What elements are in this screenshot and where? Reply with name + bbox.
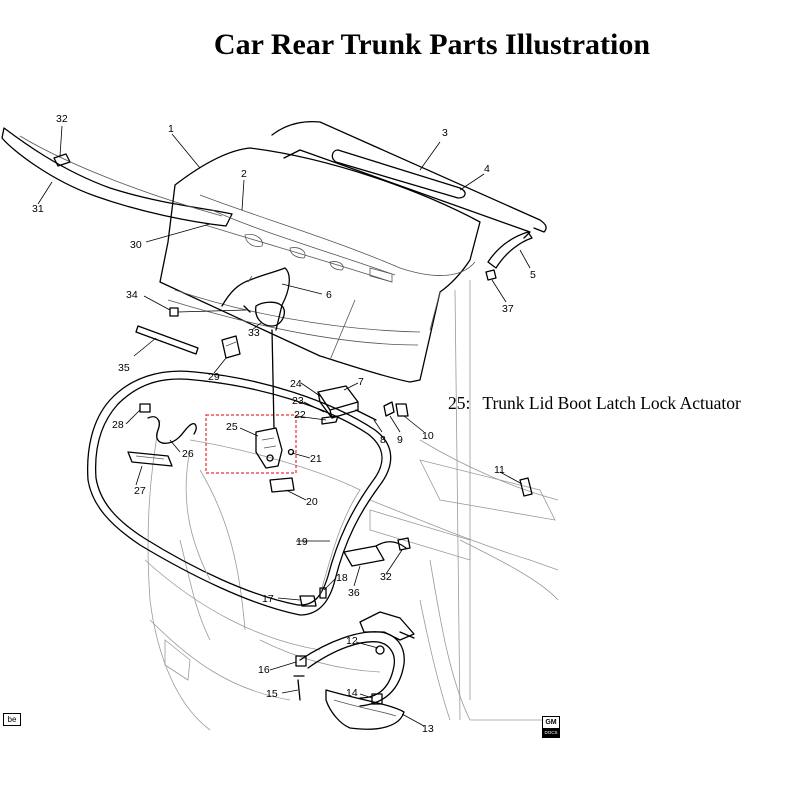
part-label-7: 7: [358, 376, 364, 388]
page-title: Car Rear Trunk Parts Illustration: [213, 28, 651, 61]
callout-text: Trunk Lid Boot Latch Lock Actuator: [482, 393, 741, 413]
car-body-outline: [144, 280, 559, 731]
part-36-lamp: [343, 545, 385, 567]
part-label-31: 31: [32, 203, 44, 215]
leader-lines: [37, 125, 531, 727]
part-label-24: 24: [290, 378, 302, 390]
part-label-11: 11: [494, 464, 505, 476]
part-labels: 1 2 3 4 5 6 7 8 9 10 11 12 13 14 15 16 1…: [32, 113, 536, 735]
part-label-9: 9: [397, 434, 403, 446]
part-label-17: 17: [262, 593, 274, 605]
part-label-4: 4: [484, 163, 490, 175]
part-label-2: 2: [241, 168, 247, 180]
part-25-callout: 25: Trunk Lid Boot Latch Lock Actuator: [448, 393, 741, 414]
part-26-harness: [147, 416, 197, 444]
part-label-28: 28: [112, 419, 124, 431]
part-label-12: 12: [346, 635, 358, 647]
part-27-lamp: [127, 451, 173, 467]
part-label-26: 26: [182, 448, 194, 460]
part-label-29: 29: [208, 371, 220, 383]
part-13-hinge-arm: [325, 689, 405, 730]
part-25-latch-actuator: [255, 427, 283, 469]
part-label-33: 33: [248, 327, 260, 339]
callout-number: 25:: [448, 393, 471, 413]
part-label-25: 25: [226, 421, 238, 433]
part-label-23: 23: [292, 395, 304, 407]
part-label-22: 22: [294, 409, 306, 421]
part-label-19: 19: [296, 536, 308, 548]
part-20-striker: [269, 477, 295, 493]
part-label-36: 36: [348, 587, 360, 599]
part-19-seal: [86, 370, 392, 616]
part-label-5: 5: [530, 269, 536, 281]
part-3-rod: [271, 120, 547, 233]
part-label-3: 3: [442, 127, 448, 139]
part-label-13: 13: [422, 723, 434, 735]
part-label-15: 15: [266, 688, 278, 700]
part-29-cam: [221, 335, 241, 359]
part-label-10: 10: [422, 430, 434, 442]
part-label-8: 8: [380, 434, 386, 446]
part-label-27: 27: [134, 485, 146, 497]
part-label-32: 32: [56, 113, 68, 125]
source-badge: be: [3, 713, 21, 726]
part-label-34: 34: [126, 289, 138, 301]
part-label-21: 21: [310, 453, 322, 465]
part-31-spoiler: [1, 127, 233, 227]
part-35-strip: [135, 325, 199, 355]
part-label-1: 1: [168, 123, 174, 135]
part-label-30: 30: [130, 239, 142, 251]
part-4-strut: [331, 149, 466, 199]
part-5-arm: [487, 231, 533, 269]
part-label-37: 37: [502, 303, 514, 315]
part-12-hinge: [299, 631, 405, 707]
part-label-14: 14: [346, 687, 358, 699]
highlight-box: [205, 414, 297, 474]
part-label-6: 6: [326, 289, 332, 301]
part-1-trunk-lid: [159, 147, 481, 383]
part-label-16: 16: [258, 664, 270, 676]
part-6-cable: [221, 267, 290, 331]
part-label-32-lower: 32: [380, 571, 392, 583]
part-label-20: 20: [306, 496, 318, 508]
part-label-18: 18: [336, 572, 348, 584]
part-label-35: 35: [118, 362, 130, 374]
gm-docs-logo: GM DOCS: [542, 716, 560, 738]
